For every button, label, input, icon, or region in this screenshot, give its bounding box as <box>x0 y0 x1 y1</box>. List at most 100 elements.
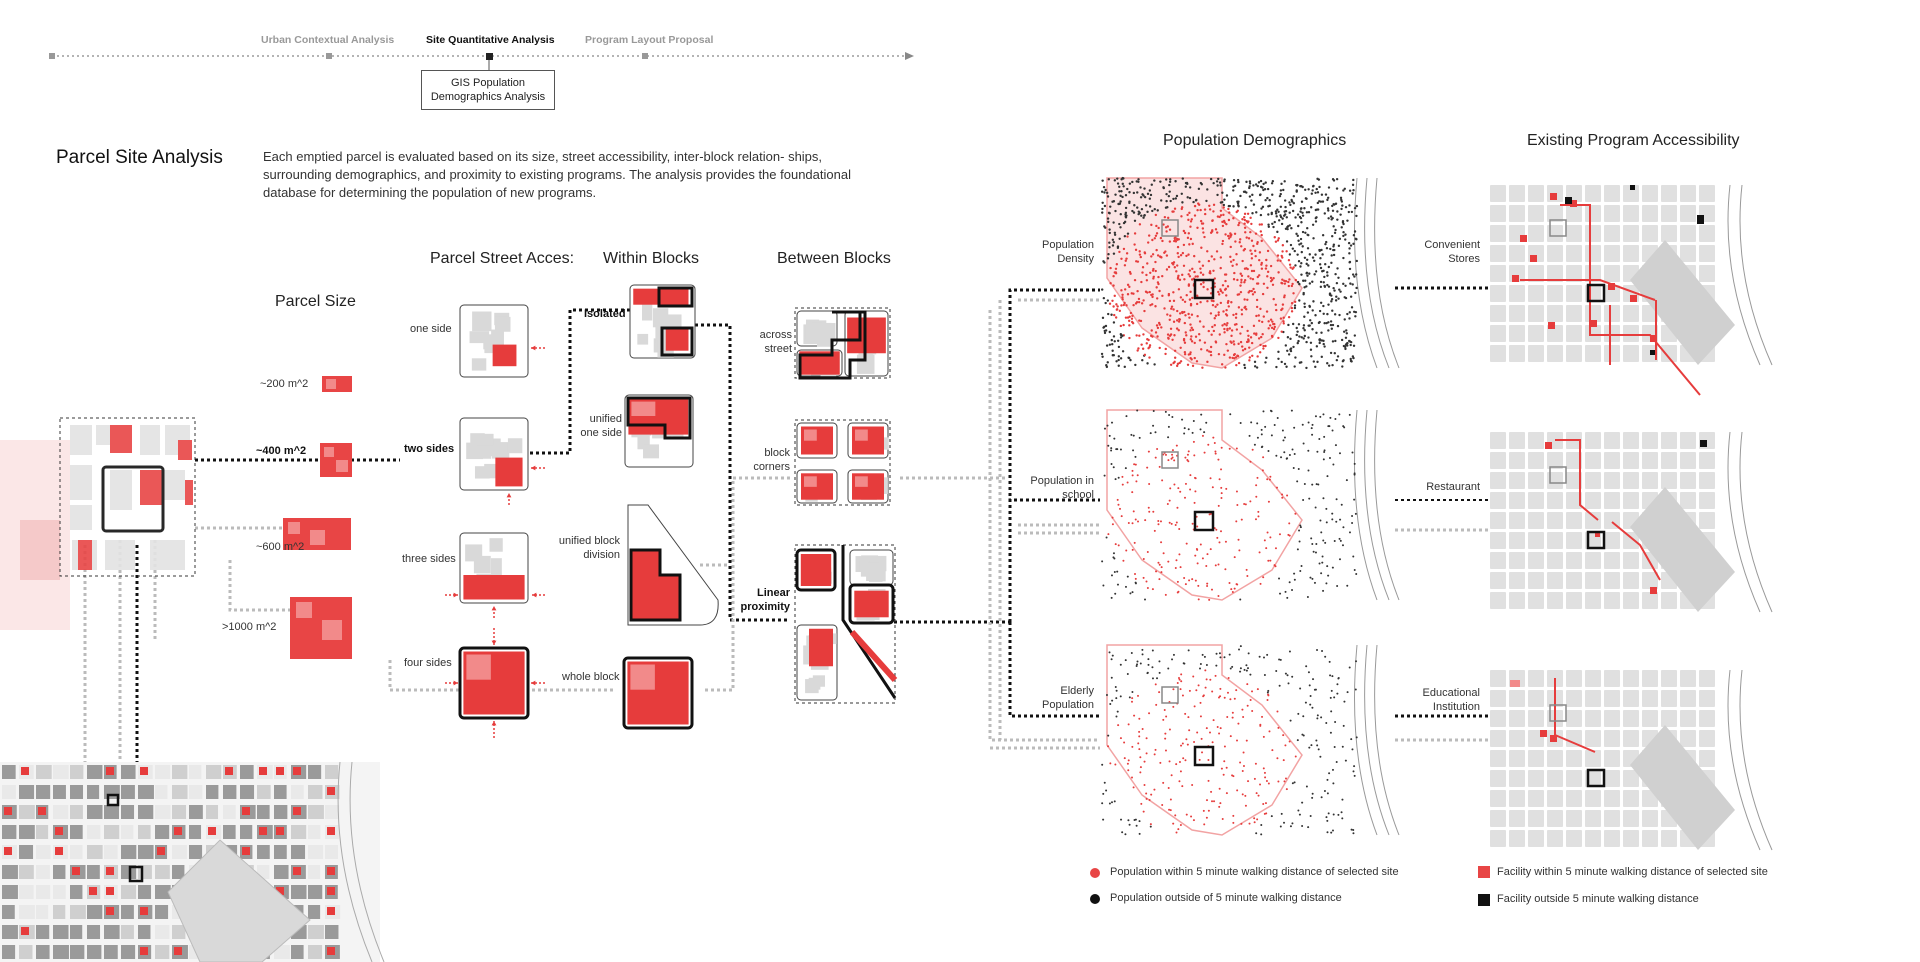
process-step-program[interactable]: Program Layout Proposal <box>585 34 714 46</box>
demo-dot <box>1125 549 1128 552</box>
demo-dot <box>1277 350 1280 354</box>
program-block <box>1680 670 1696 687</box>
demo-dot <box>1281 303 1285 306</box>
demo-dot <box>1209 512 1212 515</box>
demo-dot <box>1229 667 1232 670</box>
demo-dot <box>1310 321 1314 325</box>
demo-dot <box>1102 185 1106 189</box>
demo-dot <box>1270 334 1274 338</box>
demo-dot <box>1116 305 1119 308</box>
demo-dot <box>1119 737 1122 740</box>
demo-dot <box>1126 293 1130 296</box>
demo-dot <box>1353 774 1356 777</box>
demo-dot <box>1159 761 1162 764</box>
demo-dot <box>1281 493 1284 496</box>
demo-dot <box>1107 253 1110 256</box>
demo-dot <box>1208 204 1211 207</box>
demo-dot <box>1259 335 1263 339</box>
program-block <box>1490 265 1506 282</box>
demo-dot <box>1221 242 1224 246</box>
demo-dot <box>1252 269 1256 273</box>
demo-dot <box>1154 331 1158 334</box>
demo-dot <box>1228 327 1232 330</box>
demo-dot <box>1310 206 1313 209</box>
demo-rail <box>1364 409 1390 601</box>
demo-dot <box>1326 271 1329 274</box>
demo-dot <box>1291 675 1294 678</box>
city-building <box>325 765 339 779</box>
demo-dot <box>1205 664 1208 667</box>
program-block <box>1547 245 1563 262</box>
demo-dot <box>1117 724 1120 727</box>
demo-dot <box>1101 316 1105 320</box>
demo-dot <box>1324 242 1327 246</box>
demo-dot <box>1257 510 1260 513</box>
demo-dot <box>1145 342 1148 345</box>
demo-dot <box>1202 694 1205 697</box>
demo-dot <box>1202 325 1205 328</box>
demo-dot <box>1348 531 1351 534</box>
demo-dot <box>1188 269 1192 272</box>
demo-dot <box>1246 683 1249 686</box>
demo-dot <box>1189 488 1192 491</box>
demo-dot <box>1196 525 1199 528</box>
demo-dot <box>1265 264 1268 267</box>
program-block <box>1528 690 1544 707</box>
demo-dot <box>1206 360 1209 364</box>
demo-dot <box>1223 745 1226 748</box>
demo-dot <box>1108 802 1111 805</box>
demo-dot <box>1308 272 1311 275</box>
city-building <box>172 785 188 799</box>
demo-dot <box>1326 819 1329 822</box>
demo-dot <box>1337 244 1341 248</box>
demo-dot <box>1315 216 1318 219</box>
demo-dot <box>1275 454 1278 457</box>
program-block <box>1623 770 1639 787</box>
demo-dot <box>1115 303 1118 306</box>
demo-dot <box>1121 831 1124 834</box>
demo-dot <box>1226 322 1229 325</box>
block-building <box>859 560 870 572</box>
demo-dot <box>1114 543 1117 546</box>
demo-dot <box>1103 331 1107 335</box>
demo-dot <box>1249 249 1252 252</box>
demo-dot <box>1222 310 1225 313</box>
city-building <box>121 885 137 899</box>
demo-dot <box>1323 451 1326 454</box>
demo-dot <box>1260 223 1264 226</box>
demo-dot <box>1250 421 1253 424</box>
demo-dot <box>1201 264 1205 267</box>
demo-dot <box>1121 334 1124 337</box>
demo-dot <box>1226 285 1230 288</box>
demo-dot <box>1304 197 1308 200</box>
demo-dot <box>1312 237 1315 240</box>
process-step-urban[interactable]: Urban Contextual Analysis <box>261 34 395 46</box>
city-building <box>189 845 203 859</box>
demo-dot <box>1130 700 1133 703</box>
demo-dot <box>1216 726 1219 729</box>
demo-dot <box>1168 728 1171 731</box>
program-block <box>1490 205 1506 222</box>
demo-dot <box>1197 684 1200 687</box>
program-facility <box>1540 730 1547 737</box>
demo-dot <box>1130 652 1133 655</box>
demo-dot <box>1267 689 1270 692</box>
demo-dot <box>1216 303 1219 306</box>
block-building <box>491 442 510 459</box>
demo-dot <box>1120 818 1123 821</box>
process-step-site[interactable]: Site Quantitative Analysis <box>426 34 555 46</box>
demo-dot <box>1191 296 1194 300</box>
city-building <box>155 945 170 959</box>
demo-dot <box>1111 516 1114 519</box>
city-parcel <box>106 907 114 915</box>
demo-dot <box>1218 541 1221 544</box>
demo-dot <box>1162 186 1165 190</box>
program-facility <box>1510 680 1520 687</box>
demo-dot <box>1307 211 1311 214</box>
demo-dot <box>1280 330 1283 333</box>
demo-dot <box>1272 327 1276 331</box>
demo-dot <box>1289 243 1293 247</box>
demo-dot <box>1146 291 1149 294</box>
demo-dot <box>1145 279 1149 282</box>
gis-substep-box[interactable]: GIS Population Demographics Analysis <box>421 70 555 110</box>
